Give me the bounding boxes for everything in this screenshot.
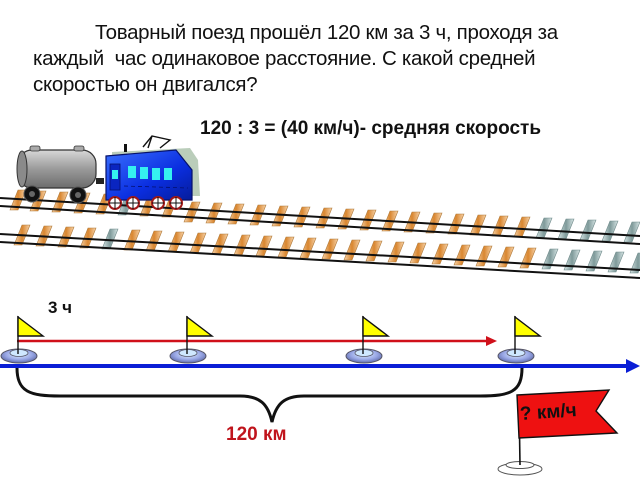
distance-brace	[15, 367, 524, 423]
tank-car	[16, 145, 104, 204]
distance-label: 120 км	[226, 424, 287, 445]
unknown-speed-label: ? км/ч	[519, 400, 578, 425]
unknown-speed-flag	[497, 389, 619, 476]
checkpoint-flag-1	[0, 315, 46, 364]
railway-track-lower	[0, 224, 640, 279]
time-arrow	[17, 336, 497, 346]
problem-line-2: каждый час одинаковое расстояние. С како…	[33, 47, 536, 70]
distance-axis-arrow	[0, 359, 640, 373]
electric-locomotive	[105, 135, 200, 210]
checkpoint-flag-3	[345, 315, 391, 364]
problem-statement: Товарный поезд прошёл 120 км за 3 ч, про…	[33, 20, 613, 98]
time-label: 3 ч	[48, 298, 73, 317]
checkpoint-flag-4	[497, 315, 543, 364]
checkpoint-flag-2	[169, 315, 215, 364]
solution-formula: 120 : 3 = (40 км/ч)- средняя скорость	[200, 118, 542, 139]
problem-line-3: скоростью он двигался?	[33, 73, 258, 96]
railway-track-upper	[0, 189, 640, 245]
problem-line-1: Товарный поезд прошёл 120 км за 3 ч, про…	[95, 21, 558, 44]
